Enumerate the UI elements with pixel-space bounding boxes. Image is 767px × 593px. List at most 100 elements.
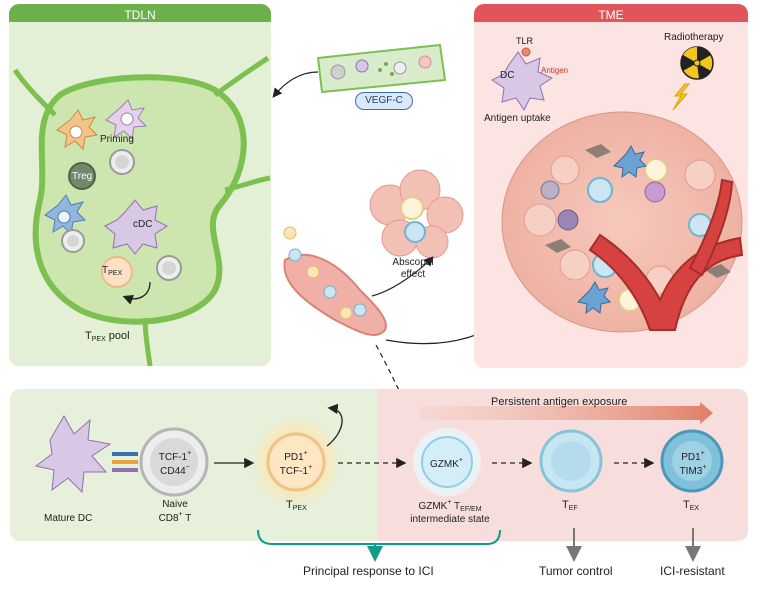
naive-marker-1: TCF-1+ <box>154 450 196 464</box>
tdln-panel <box>9 4 271 367</box>
gradient-arrow <box>420 402 713 424</box>
tex-markers: PD1+ TIM3+ <box>672 450 714 477</box>
naive-label: Naive CD8+ T <box>150 499 200 524</box>
lymph-node <box>32 74 247 325</box>
self-renewal-arrow <box>122 281 151 305</box>
tpex-node-main: T <box>102 265 109 276</box>
abscopal-tumor <box>369 169 464 259</box>
tdln-header-bar <box>9 4 271 22</box>
radiation-icon <box>680 46 714 80</box>
tpex-pool-sub: PEX <box>91 336 106 343</box>
gzmk-label-sup: + <box>447 499 452 506</box>
tpex-pool-suffix: pool <box>105 330 130 342</box>
tme-title: TME <box>598 8 624 22</box>
naive-label-2-pre: CD8 <box>158 512 179 524</box>
arrow-to-tdln <box>272 71 319 98</box>
treg-label: Treg <box>72 171 93 182</box>
tex-marker-1-sup: + <box>700 450 705 457</box>
lymphatic-vessel <box>224 175 271 193</box>
cdc-cell <box>104 199 168 255</box>
tme-header-bar <box>474 4 748 22</box>
tpex-markers: PD1+ TCF-1+ <box>274 450 318 477</box>
outcome-ici-response: Principal response to ICI <box>303 564 434 578</box>
naive-label-2-post: T <box>182 512 192 524</box>
tex-marker-2-text: TIM3 <box>679 465 703 477</box>
tpex-marker-1-text: PD1 <box>284 452 304 463</box>
outcome-ici-resistant: ICI-resistant <box>660 564 725 578</box>
naive-label-1: Naive <box>162 499 188 510</box>
tpex-node-sub: PEX <box>108 270 123 277</box>
tpex-cell-bottom <box>266 432 326 492</box>
tef-label: TEF <box>562 499 578 513</box>
tpex-pool-main: T <box>85 330 92 342</box>
tex-label-main: T <box>683 499 690 511</box>
abscopal-line1: Abscopal <box>392 257 434 268</box>
tex-marker-1-text: PD1 <box>681 452 701 463</box>
gzmk-label-sub: EF/EM <box>460 506 482 513</box>
vegf-c-badge: VEGF-C <box>355 92 413 110</box>
abscopal-arrow <box>371 256 434 297</box>
gzmk-marker-sup: + <box>458 457 463 464</box>
gzmk-marker: GZMK+ <box>430 457 463 471</box>
tpex-pool-label: TPEX pool <box>85 330 130 344</box>
tpex-label: TPEX <box>286 499 307 513</box>
lymphatic-vessel <box>213 55 270 98</box>
ici-bracket <box>257 529 501 545</box>
persistent-antigen-label: Persistent antigen exposure <box>491 396 628 408</box>
tpex-label-sub: PEX <box>292 505 307 512</box>
naive-label-2-sup: + <box>178 510 183 518</box>
outcome-tumor-control: Tumor control <box>539 564 613 578</box>
blood-vessel-center <box>283 226 387 336</box>
tpex-marker-1-sup: + <box>303 450 308 457</box>
tex-marker-2: TIM3+ <box>672 464 714 478</box>
treg-cell <box>68 162 96 190</box>
naive-label-2: CD8+ T <box>150 511 200 525</box>
tme-panel <box>474 4 748 368</box>
naive-marker-2-text: CD44 <box>160 465 186 477</box>
tex-marker-2-sup: + <box>702 463 707 471</box>
abscopal-line2: effect <box>400 268 426 280</box>
mature-dc <box>34 414 112 494</box>
gzmk-label-t: T <box>451 501 461 512</box>
naive-marker-2-sup: − <box>185 463 190 471</box>
naive-marker-1-sup: + <box>187 450 192 457</box>
tme-dendritic-cell <box>491 51 554 111</box>
mature-dc-label: Mature DC <box>44 513 93 524</box>
naive-markers: TCF-1+ CD44− <box>154 450 196 477</box>
tpex-marker-1: PD1+ <box>274 450 318 464</box>
tlr-label: TLR <box>516 36 534 46</box>
tpex-marker-2: TCF-1+ <box>274 464 318 478</box>
tpex-cell <box>101 256 133 288</box>
blood-vessel-top <box>316 43 447 94</box>
tpex-self-renewal-arrow <box>326 403 343 447</box>
tpex-marker-2-text: TCF-1 <box>279 465 309 477</box>
tpex-node-label: TPEX <box>102 265 122 278</box>
tex-marker-1: PD1+ <box>672 450 714 464</box>
gzmk-label-2: intermediate state <box>410 514 490 526</box>
lymphatic-vessel <box>142 317 153 367</box>
lymphatic-vessel <box>12 68 57 117</box>
gzmk-label-pre: GZMK <box>418 501 448 512</box>
tex-label: TEX <box>683 499 699 513</box>
tpex-label-main: T <box>286 499 293 511</box>
gzmk-label: GZMK+ TEF/EM intermediate state <box>395 499 505 526</box>
gzmk-label-1: GZMK+ TEF/EM <box>395 499 505 514</box>
tex-label-sub: EX <box>689 505 700 512</box>
tpex-marker-2-sup: + <box>308 463 313 471</box>
naive-marker-1-text: TCF-1 <box>158 452 188 463</box>
radiotherapy-label: Radiotherapy <box>664 32 724 43</box>
priming-label: Priming <box>100 134 134 145</box>
antigen-label: Antigen <box>541 66 569 75</box>
lightning-icon <box>672 83 691 111</box>
antigen-uptake-label: Antigen uptake <box>484 113 551 124</box>
differentiation-panel <box>10 389 748 541</box>
gzmk-cell <box>421 436 473 488</box>
tdln-title: TDLN <box>124 8 156 22</box>
naive-marker-2: CD44− <box>154 464 196 478</box>
dc-label: DC <box>500 70 515 81</box>
tef-label-sub: EF <box>568 505 578 512</box>
gzmk-marker-text: GZMK <box>430 459 459 470</box>
